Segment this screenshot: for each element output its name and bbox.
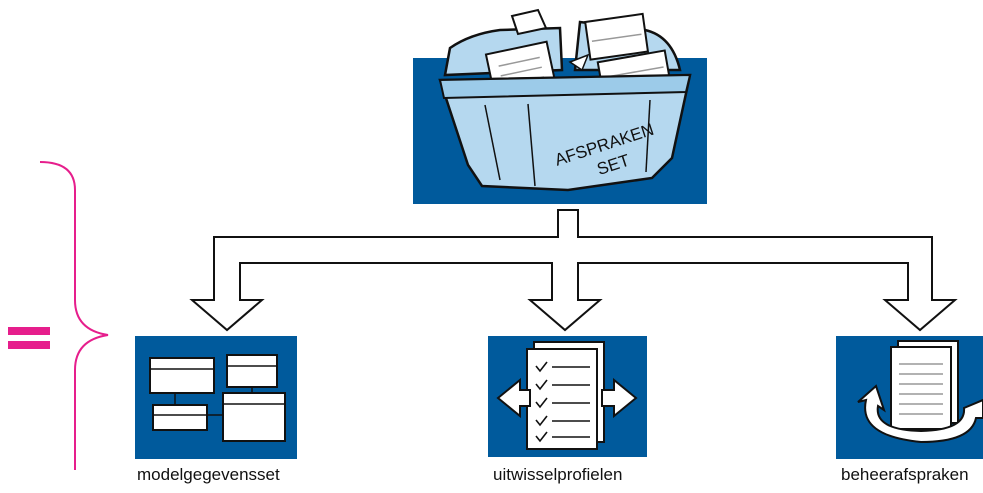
data-model-icon [135,336,297,459]
equals-sign-top [8,327,50,335]
label-uitwisselprofielen: uitwisselprofielen [493,465,623,484]
afsprakenset-icon: AFSPRAKEN SET [413,8,707,204]
label-modelgegevensset: modelgegevensset [137,465,280,484]
equals-sign-bottom [8,341,50,349]
maintenance-cycle-icon [836,336,983,459]
label-beheerafspraken: beheerafspraken [841,465,969,484]
exchange-profile-icon [488,336,647,457]
arrow-tree-shape [189,209,958,332]
brace [39,161,109,470]
